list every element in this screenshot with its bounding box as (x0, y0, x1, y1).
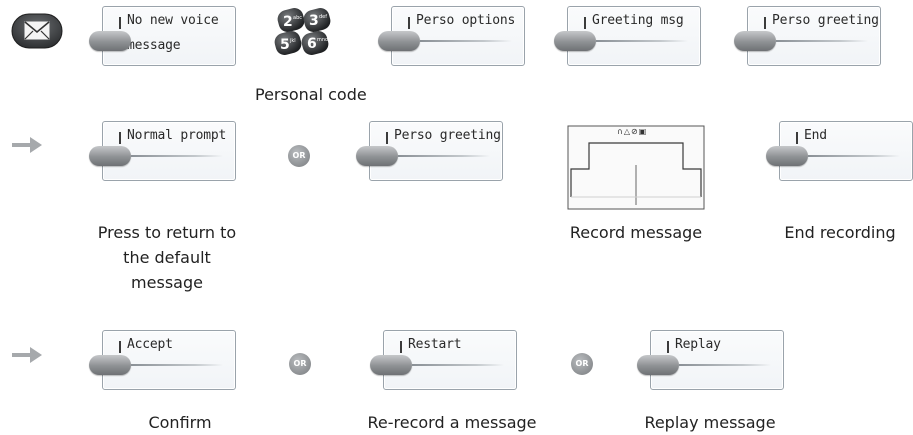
display-line2: message (127, 38, 181, 53)
end-recording-caption: End recording (784, 223, 896, 242)
display-tick (408, 17, 410, 29)
replay-message-caption: Replay message (644, 413, 776, 432)
svg-text:6: 6 (307, 36, 317, 52)
softkey[interactable] (370, 355, 412, 375)
display-tick (796, 132, 798, 144)
perso-greeting-label: Perso greeting (394, 128, 501, 143)
svg-text:jkl: jkl (289, 38, 296, 44)
perso-greeting-label: Perso greeting (772, 13, 879, 28)
accept-label: Accept (127, 337, 173, 352)
greeting-msg-label: Greeting msg (592, 13, 684, 28)
perso-greeting-display[interactable]: Perso greeting (356, 121, 503, 181)
greeting-msg-display[interactable]: Greeting msg (554, 6, 701, 66)
display-tick (386, 132, 388, 144)
envelope-icon (11, 13, 63, 49)
svg-text:5: 5 (280, 37, 290, 53)
confirm-caption: Confirm (148, 413, 212, 432)
or-badge: OR (571, 353, 593, 375)
accept-display[interactable]: Accept (89, 330, 236, 390)
restart-display[interactable]: Restart (370, 330, 517, 390)
display-line (412, 364, 504, 366)
caption-line: message (131, 273, 203, 292)
svg-text:2: 2 (283, 14, 293, 30)
display-line (131, 364, 223, 366)
end-display[interactable]: End (766, 121, 913, 181)
display-line (596, 40, 688, 42)
display-line (131, 155, 223, 157)
svg-text:3: 3 (309, 13, 319, 29)
softkey[interactable] (89, 355, 131, 375)
display-line (776, 40, 868, 42)
svg-text:def: def (319, 14, 327, 20)
display-tick (764, 17, 766, 29)
re-record-caption: Re-record a message (367, 413, 537, 432)
display-tick (119, 341, 121, 353)
softkey[interactable] (766, 146, 808, 166)
display-line (420, 40, 512, 42)
display-tick (584, 17, 586, 29)
perso-options-display[interactable]: Perso options (378, 6, 525, 66)
caption-line: the default (123, 248, 211, 267)
normal-prompt-display[interactable]: Normal prompt (89, 121, 236, 181)
softkey[interactable] (89, 31, 131, 51)
end-label: End (804, 128, 827, 143)
softkey[interactable] (89, 146, 131, 166)
keypad-icon[interactable]: 2 abc 3 def 5 jkl 6 mno (272, 7, 334, 57)
display-tick (119, 17, 121, 29)
perso-options-label: Perso options (416, 13, 516, 28)
caption-line: Press to return to (97, 223, 237, 242)
personal-code-caption: Personal code (255, 85, 367, 104)
display-line1: No new voice (127, 13, 219, 28)
arrow-right-icon (12, 137, 42, 153)
softkey[interactable] (378, 31, 420, 51)
or-badge: OR (289, 353, 311, 375)
softkey[interactable] (734, 31, 776, 51)
svg-text:mno: mno (317, 37, 328, 43)
restart-label: Restart (408, 337, 462, 352)
voicemail-button[interactable] (11, 13, 63, 49)
display-line (398, 155, 490, 157)
softkey[interactable] (637, 355, 679, 375)
record-screen-icon: ∩△⊘▣ (567, 125, 705, 210)
svg-text:abc: abc (293, 15, 302, 21)
normal-prompt-caption: Press to return to the default message (72, 220, 262, 295)
display-tick (119, 132, 121, 144)
display-tick (667, 341, 669, 353)
softkey[interactable] (356, 146, 398, 166)
arrow-right-icon (12, 347, 42, 363)
record-status-icons: ∩△⊘▣ (617, 127, 648, 136)
perso-greeting-display-top[interactable]: Perso greeting (734, 6, 881, 66)
voice-message-display[interactable]: No new voice message (89, 6, 236, 66)
softkey[interactable] (554, 31, 596, 51)
display-tick (400, 341, 402, 353)
replay-label: Replay (675, 337, 721, 352)
display-line (679, 364, 771, 366)
record-message-caption: Record message (569, 223, 703, 242)
or-badge: OR (288, 145, 310, 167)
replay-display[interactable]: Replay (637, 330, 784, 390)
display-line (808, 155, 900, 157)
normal-prompt-label: Normal prompt (127, 128, 227, 143)
